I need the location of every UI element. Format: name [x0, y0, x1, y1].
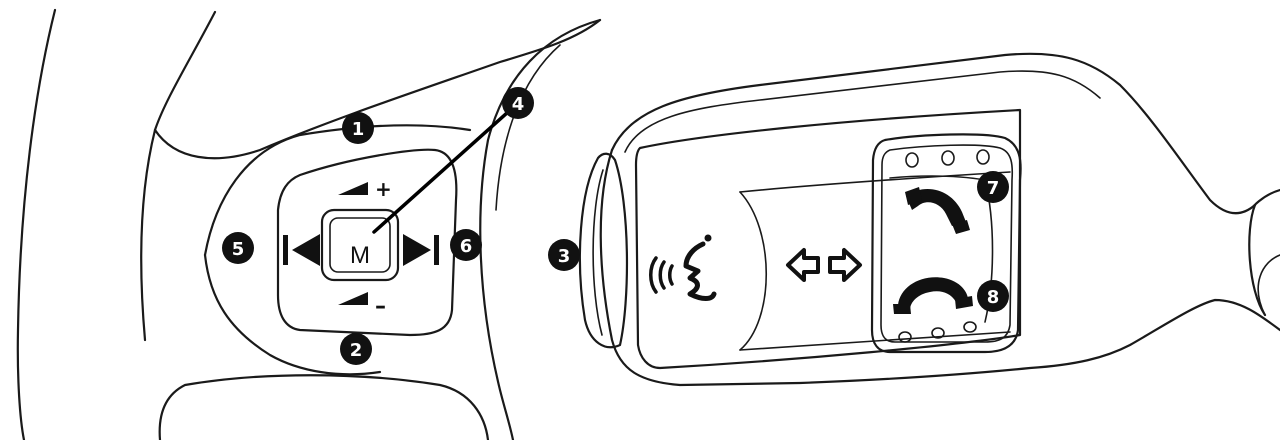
steering-wheel-left-panel — [16, 8, 602, 440]
phone-hangup-icon — [893, 277, 973, 314]
callout-8: 8 — [977, 280, 1009, 312]
callout-4: 4 — [502, 87, 534, 119]
stalk-end-button[interactable] — [578, 152, 629, 349]
callout-5-label: 5 — [232, 239, 245, 260]
previous-track-icon — [283, 234, 320, 266]
volume-down-sign: – — [375, 294, 386, 319]
next-track-icon — [403, 234, 439, 266]
volume-down-icon — [338, 292, 368, 305]
callout-1-label: 1 — [352, 119, 365, 140]
callout-4-leader — [372, 102, 519, 234]
volume-down-button[interactable]: – — [338, 292, 386, 319]
next-track-button[interactable] — [403, 234, 439, 266]
volume-up-icon — [338, 182, 368, 195]
end-call-button[interactable] — [893, 277, 973, 314]
callout-5: 5 — [222, 232, 254, 264]
stalk-body — [599, 52, 1280, 387]
previous-track-button[interactable] — [283, 234, 320, 266]
answer-call-button[interactable] — [905, 187, 970, 234]
menu-button-label: M — [350, 242, 370, 269]
callout-2-label: 2 — [350, 340, 363, 361]
callout-3-label: 3 — [558, 246, 571, 267]
voice-control-button[interactable] — [649, 234, 717, 301]
callout-8-label: 8 — [987, 287, 1000, 308]
callout-6: 6 — [450, 229, 482, 261]
callout-7: 7 — [977, 171, 1009, 203]
callout-3: 3 — [548, 239, 580, 271]
left-button-pad — [276, 148, 458, 337]
phone-button-bezel — [870, 133, 1022, 354]
callout-4-label: 4 — [512, 94, 525, 115]
callout-1: 1 — [342, 112, 374, 144]
arrows-indicator — [786, 248, 862, 282]
phone-answer-icon — [905, 187, 970, 234]
menu-button[interactable]: M — [320, 208, 400, 282]
callout-7-label: 7 — [987, 178, 1000, 199]
voice-control-icon — [649, 234, 717, 301]
callout-2: 2 — [340, 333, 372, 365]
left-right-arrows-icon — [786, 248, 862, 282]
callout-6-label: 6 — [460, 236, 473, 257]
volume-up-sign: + — [375, 177, 392, 201]
volume-up-button[interactable]: + — [338, 177, 392, 201]
